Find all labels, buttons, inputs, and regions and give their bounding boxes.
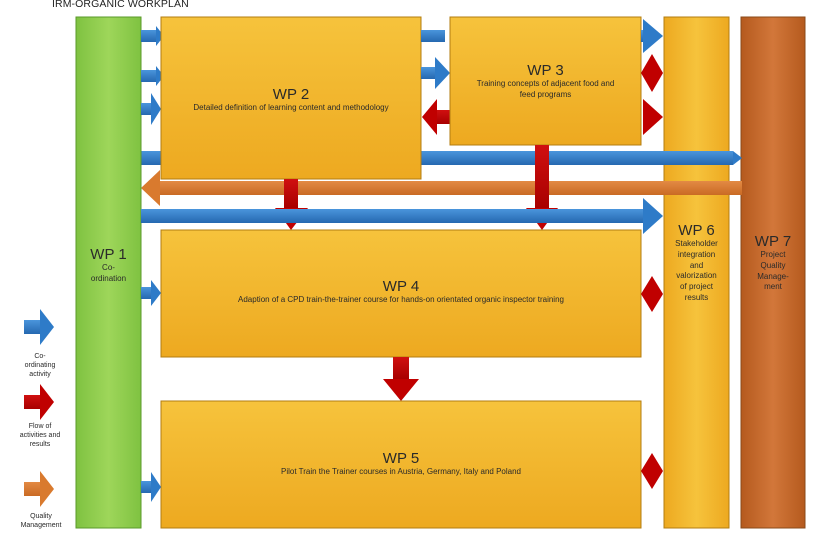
legend-label-flow: Flow of activities and results	[19, 423, 61, 449]
wp7-box	[740, 16, 806, 529]
blue-arrow-wp1-to-wp5	[141, 472, 161, 502]
wp3-name: Training concepts of adjacent food and f…	[476, 79, 615, 99]
wp3-id: WP 3	[527, 62, 564, 79]
blue-arrow-wp1-to-wp2-a	[141, 26, 164, 46]
diagram-title: IRM-ORGANIC WORKPLAN	[52, 0, 189, 10]
red-double-arrow-wp4-wp6	[641, 276, 663, 312]
blue-arrow-wp1-to-wp2-b	[141, 66, 164, 86]
wp2-id: WP 2	[272, 86, 310, 103]
blue-arrow-wp3-to-wp6	[641, 19, 663, 53]
wp5-box	[160, 400, 642, 529]
red-arrow-wp3-to-wp2	[422, 99, 450, 135]
blue-arrow-wp1-to-wp2-c	[141, 93, 161, 125]
wp1-box	[75, 16, 142, 529]
wp1-name: Co- ordination	[90, 263, 127, 283]
wp1-label: WP 1 Co- ordination	[76, 246, 141, 285]
blue-arrow-wp1-to-wp6	[141, 198, 663, 234]
orange-arrow-wp7-to-wp1	[141, 170, 742, 206]
wp2-label: WP 2 Detailed definition of learning con…	[161, 86, 421, 114]
wp5-name: Pilot Train the Trainer courses in Austr…	[281, 467, 521, 476]
wp7-name: Project Quality Manage- ment	[757, 250, 789, 292]
wp6-name: Stakeholder integration and valorization…	[675, 239, 718, 302]
wp4-label: WP 4 Adaption of a CPD train-the-trainer…	[161, 278, 641, 306]
wp6-box	[663, 16, 730, 529]
blue-arrow-wp1-to-wp4	[141, 280, 161, 306]
wp4-box	[160, 229, 642, 358]
orange-arrow-icon	[24, 471, 54, 507]
wp5-label: WP 5 Pilot Train the Trainer courses in …	[161, 450, 641, 478]
wp2-box	[160, 16, 422, 180]
red-arrow-icon	[24, 384, 54, 420]
wp5-id: WP 5	[382, 450, 420, 467]
blue-arrow-wp2-to-wp3-a	[421, 30, 445, 42]
wp3-label: WP 3 Training concepts of adjacent food …	[450, 62, 641, 101]
red-arrow-wp4-to-wp5	[383, 357, 419, 401]
red-arrow-wp3-to-wp6	[643, 99, 663, 135]
legend-label-coordination: Co- ordinating activity	[24, 353, 56, 379]
wp4-name: Adaption of a CPD train-the-trainer cour…	[238, 295, 564, 304]
wp2-name: Detailed definition of learning content …	[193, 103, 389, 112]
red-double-arrow-wp3-wp6	[641, 54, 663, 92]
wp3-box	[449, 16, 642, 146]
wp4-id: WP 4	[382, 278, 420, 295]
wp7-id: WP 7	[754, 233, 792, 250]
blue-arrow-wp2-to-wp3-b	[421, 57, 450, 89]
red-double-arrow-wp5-wp6	[641, 453, 663, 489]
wp6-id: WP 6	[678, 222, 715, 239]
wp7-label: WP 7 Project Quality Manage- ment	[741, 233, 805, 293]
blue-arrow-icon	[24, 309, 54, 345]
wp1-id: WP 1	[90, 246, 127, 263]
legend-label-quality: Quality Management	[20, 513, 62, 530]
wp6-label: WP 6 Stakeholder integration and valoriz…	[664, 222, 729, 304]
